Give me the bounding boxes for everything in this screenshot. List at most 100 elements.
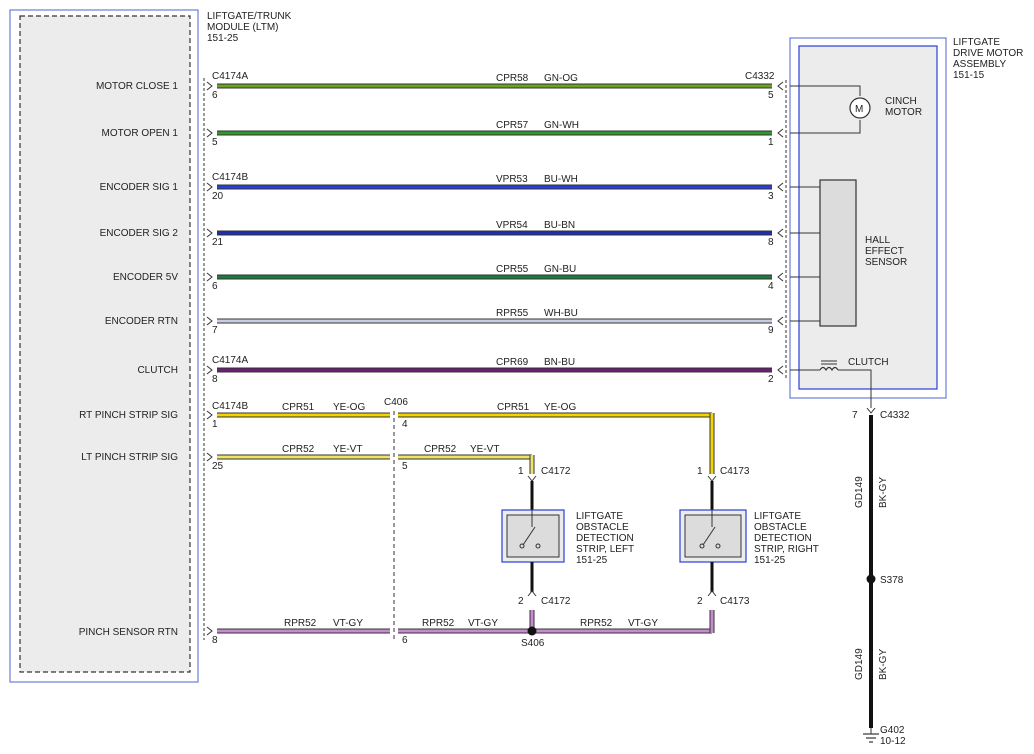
hall-effect-sensor: HALL EFFECT SENSOR [790,179,907,327]
clutch-coil: CLUTCH [790,357,889,408]
ltm-body [19,15,191,673]
strip-left-top-conn: C4172 [541,466,571,477]
lt-pinch-left-pin: 25 [212,461,224,472]
left-pin: 6 [212,90,218,101]
ground-conn: C4332 [880,410,910,421]
clutch-label: CLUTCH [848,357,889,368]
motor-title-3: ASSEMBLY [953,59,1006,70]
right-pin: 3 [768,191,774,202]
lt-pinch-label: LT PINCH STRIP SIG [81,452,178,463]
wire-color: BN-BU [544,357,575,368]
circuit-id: CPR58 [496,73,529,84]
pinch-rtn-c406-pin: 6 [402,635,408,646]
strip-right-bottom-pin: 2 [697,596,703,607]
strip-right-label-2: OBSTACLE [754,522,807,533]
gd149-color-1: BK-GY [878,477,889,508]
ltm-frame [9,9,199,683]
strip-right-top-conn: C4173 [720,466,750,477]
motor-symbol-icon [849,97,871,119]
rt-pinch-circuit: CPR51 [282,402,315,413]
hall-label-3: SENSOR [865,257,907,268]
pin-label: ENCODER RTN [105,316,178,327]
ltm-title-3: 151-25 [207,33,239,44]
circuit-row: ENCODER RTN 7 RPR55 WH-BU 9 [105,308,784,336]
right-arrow-icon [777,365,784,375]
lt-pinch-circuit: CPR52 [282,444,315,455]
circuit-id: CPR57 [496,120,529,131]
ground-ref: 10-12 [880,736,906,747]
pin-label: MOTOR CLOSE 1 [96,81,178,92]
strip-left-label-3: DETECTION [576,533,634,544]
rt-pinch-conn: C4174B [212,401,248,412]
strip-right-label-5: 151-25 [754,555,786,566]
cinch-label-2: MOTOR [885,107,922,118]
rt-pinch-c406-pin: 4 [402,419,408,430]
s406-label: S406 [521,638,545,649]
rt-pinch-circuit-2: CPR51 [497,402,530,413]
pinch-rtn-circuit: RPR52 [284,618,317,629]
rt-pinch-label: RT PINCH STRIP SIG [79,410,178,421]
motor-title-2: DRIVE MOTOR [953,48,1023,59]
s406-splice-dot [527,626,537,636]
strip-left-label-5: 151-25 [576,555,608,566]
wire-color: GN-BU [544,264,576,275]
hall-sensor-box [819,179,857,327]
strip-right-top-arrow-icon [707,475,717,482]
strip-left: 1 C4172 2 C4172 LIFTGATE OBSTACLE DETECT… [501,466,634,607]
pin-label: MOTOR OPEN 1 [102,128,179,139]
rt-pinch-left-pin: 1 [212,419,218,430]
lt-pinch-color-2: YE-VT [470,444,499,455]
strip-right: 1 C4173 2 C4173 LIFTGATE OBSTACLE DETECT… [679,466,819,607]
strip-right-bottom-conn: C4173 [720,596,750,607]
left-arrow-icon [206,316,213,326]
rt-pinch-color: YE-OG [333,402,365,413]
gd149-color-2: BK-GY [878,649,889,680]
right-arrow-icon [777,182,784,192]
circuit-id: VPR54 [496,220,528,231]
strip-right-label-1: LIFTGATE [754,511,801,522]
left-connector: C4174A [212,355,248,366]
right-pin: 1 [768,137,774,148]
ground-id: G402 [880,725,905,736]
rt-pinch-color-2: YE-OG [544,402,576,413]
strip-left-top-pin: 1 [518,466,524,477]
cinch-motor: M CINCH MOTOR [790,85,922,134]
right-connector: C4332 [745,71,775,82]
pinch-rtn-circuit-2: RPR52 [422,618,455,629]
gd149-circuit-1: GD149 [854,476,865,508]
strip-right-label-3: DETECTION [754,533,812,544]
right-pin: 8 [768,237,774,248]
left-arrow-icon [206,81,213,91]
lt-pinch-c406-pin: 5 [402,461,408,472]
wire-color: BU-BN [544,220,575,231]
strip-right-bottom-arrow-icon [707,590,717,597]
pin-label: ENCODER SIG 1 [100,182,179,193]
pinch-rtn-left-pin: 8 [212,635,218,646]
left-arrow-icon [206,182,213,192]
circuit-id: VPR53 [496,174,528,185]
strip-left-label-1: LIFTGATE [576,511,623,522]
right-pin: 9 [768,325,774,336]
left-arrow-icon [206,128,213,138]
motor-title-1: LIFTGATE [953,37,1000,48]
right-pin: 2 [768,374,774,385]
left-pin: 7 [212,325,218,336]
strip-left-bottom-pin: 2 [518,596,524,607]
wire-color: WH-BU [544,308,578,319]
right-arrow-icon [777,228,784,238]
left-pin: 20 [212,191,224,202]
left-pin: 21 [212,237,224,248]
motor-title-4: 151-15 [953,70,985,81]
s378-label: S378 [880,575,904,586]
pinch-section: RT PINCH STRIP SIG C4174B 1 CPR51 YE-OG … [79,397,715,649]
lt-pinch-color: YE-VT [333,444,362,455]
left-pin: 8 [212,374,218,385]
wire-color: GN-OG [544,73,578,84]
circuit-id: RPR55 [496,308,529,319]
wire-color: BU-WH [544,174,578,185]
